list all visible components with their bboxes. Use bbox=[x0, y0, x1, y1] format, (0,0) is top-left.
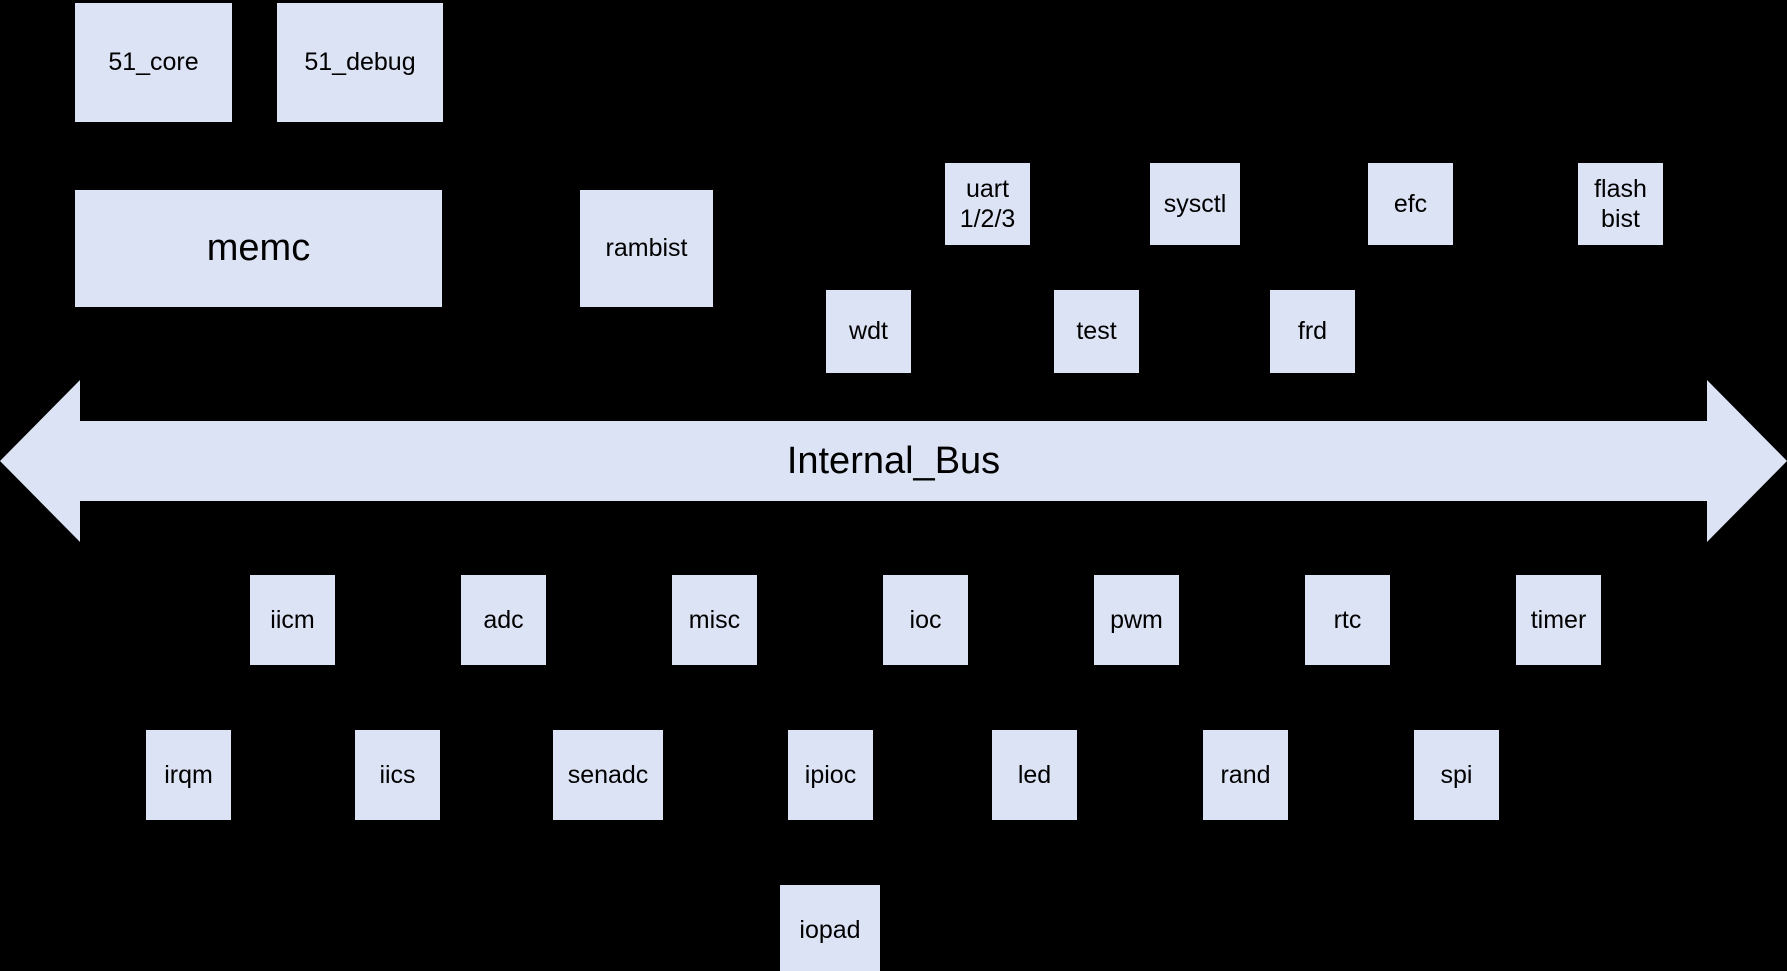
block-rambist[interactable]: rambist bbox=[580, 190, 713, 307]
block-wdt[interactable]: wdt bbox=[826, 290, 911, 373]
block-iics[interactable]: iics bbox=[355, 730, 440, 820]
block-frd[interactable]: frd bbox=[1270, 290, 1355, 373]
block-test[interactable]: test bbox=[1054, 290, 1139, 373]
block-irqm[interactable]: irqm bbox=[146, 730, 231, 820]
block-ipioc[interactable]: ipioc bbox=[788, 730, 873, 820]
block-iopad[interactable]: iopad bbox=[780, 885, 880, 971]
block-51_core[interactable]: 51_core bbox=[75, 3, 232, 122]
block-rand[interactable]: rand bbox=[1203, 730, 1288, 820]
block-ioc[interactable]: ioc bbox=[883, 575, 968, 665]
block-efc[interactable]: efc bbox=[1368, 163, 1453, 245]
block-senadc[interactable]: senadc bbox=[553, 730, 663, 820]
block-spi[interactable]: spi bbox=[1414, 730, 1499, 820]
internal-bus-arrow bbox=[0, 378, 1787, 544]
block-led[interactable]: led bbox=[992, 730, 1077, 820]
block-sysctl[interactable]: sysctl bbox=[1150, 163, 1240, 245]
block-pwm[interactable]: pwm bbox=[1094, 575, 1179, 665]
block-uart[interactable]: uart 1/2/3 bbox=[945, 163, 1030, 245]
block-timer[interactable]: timer bbox=[1516, 575, 1601, 665]
block-adc[interactable]: adc bbox=[461, 575, 546, 665]
block-flash_bist[interactable]: flash bist bbox=[1578, 163, 1663, 245]
block-memc[interactable]: memc bbox=[75, 190, 442, 307]
block-rtc[interactable]: rtc bbox=[1305, 575, 1390, 665]
block-51_debug[interactable]: 51_debug bbox=[277, 3, 443, 122]
block-misc[interactable]: misc bbox=[672, 575, 757, 665]
block-iicm[interactable]: iicm bbox=[250, 575, 335, 665]
